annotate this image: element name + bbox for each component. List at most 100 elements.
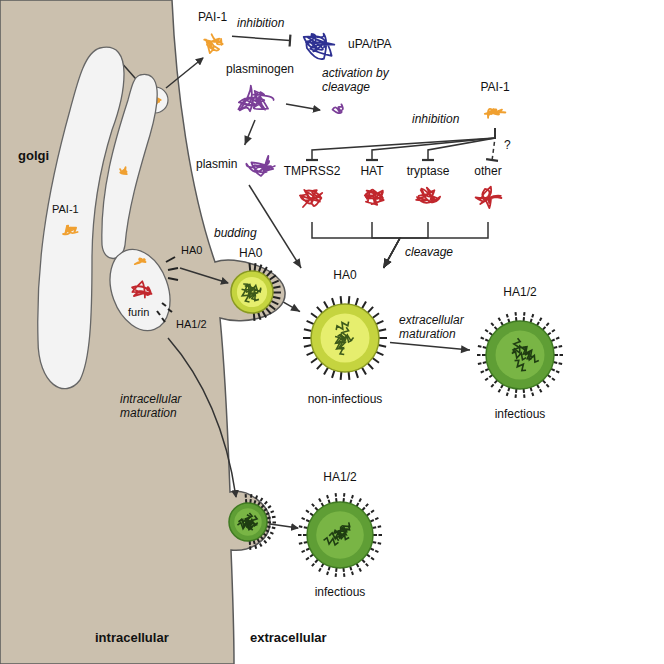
virion-core <box>496 331 545 380</box>
protease-molecule: uPA/tPA <box>290 25 440 67</box>
ha2-spike <box>268 537 271 539</box>
ha0-spike <box>311 358 318 363</box>
ha2-spike <box>265 502 267 505</box>
ha2-spike <box>507 314 508 317</box>
rnp-segment <box>243 284 259 296</box>
ha0-spike <box>263 267 267 274</box>
golgi-cisterna <box>102 74 157 258</box>
cell-region: intracellular golgi <box>0 0 290 664</box>
ha0-spike <box>356 298 359 306</box>
ha2-spike <box>306 510 309 512</box>
ha-spike <box>162 303 166 306</box>
free-label: PAI-1 <box>52 203 79 216</box>
ha2-spike <box>379 534 383 536</box>
ha2-spike <box>335 493 337 497</box>
ha2-spike <box>540 389 542 392</box>
virion-core <box>316 511 364 559</box>
ha2-spike <box>270 532 273 533</box>
virion: HA0non-infectious <box>300 268 390 408</box>
protein-molecule <box>300 190 322 207</box>
ha2-spike <box>481 338 484 339</box>
ha2-spike <box>272 516 276 519</box>
edge-label: extracellular maturation <box>398 313 470 341</box>
ha-spike <box>168 309 172 312</box>
free-label: inhibition <box>412 112 459 126</box>
free-label: HA1/2 <box>176 318 207 331</box>
connector <box>422 128 495 160</box>
protein-molecule <box>120 167 127 174</box>
ha0-spike <box>368 363 373 369</box>
ha-spike <box>157 311 160 315</box>
edge-label: inhibition <box>236 16 285 30</box>
ha0-spike <box>266 308 271 314</box>
rnp-segment <box>337 334 348 350</box>
golgi-illustration <box>12 40 187 420</box>
protease-molecule: plasmin <box>194 145 279 185</box>
ha2-spike <box>268 506 271 508</box>
connector-line <box>312 222 400 268</box>
ha2-spike <box>485 378 488 380</box>
zymogen-molecule: plasminogen <box>222 62 312 120</box>
node-label: PAI-1 <box>198 10 227 24</box>
ha2-spike <box>343 573 345 577</box>
connector <box>366 128 495 160</box>
ha2-spike <box>352 572 353 575</box>
protein-molecule <box>246 156 274 176</box>
ha2-spike <box>375 518 378 519</box>
ha2-spike <box>560 354 564 356</box>
inhibitor-molecule: PAI-1 <box>470 80 520 128</box>
protease-molecule: other <box>466 160 510 222</box>
ha0-spike <box>378 329 386 331</box>
ha2-spike <box>378 525 381 528</box>
arrow-head <box>461 345 470 353</box>
ha0-spike <box>266 271 272 277</box>
ha2-spike <box>319 568 321 571</box>
ha2-spike <box>478 362 482 365</box>
ha0-spike <box>373 313 380 318</box>
ha2-spike <box>375 551 378 552</box>
ha0-spike <box>273 287 281 289</box>
ha0-spike <box>362 367 366 374</box>
ha2-spike <box>249 546 251 550</box>
fragment-arrow <box>286 104 320 110</box>
connector <box>232 35 290 47</box>
protein-molecule <box>365 190 384 205</box>
ha0-spike <box>262 310 266 317</box>
ha2-spike <box>359 499 361 502</box>
protease-molecule: tryptase <box>402 160 454 222</box>
node-label: other <box>474 164 501 178</box>
budding-virion: HA0 <box>225 246 280 322</box>
ha2-spike <box>327 572 328 575</box>
ha2-spike <box>312 564 314 567</box>
ha2-spike <box>245 494 247 498</box>
ha2-spike <box>273 521 277 523</box>
ha0-spike <box>332 298 335 306</box>
ha2-spike <box>556 338 559 339</box>
ha2-spike <box>499 318 501 321</box>
ha2-spike <box>552 378 555 380</box>
ha2-spike <box>306 558 309 560</box>
ha0-spike <box>307 352 314 355</box>
ha0-spike <box>324 302 328 309</box>
node-label: HAT <box>360 164 383 178</box>
transport-arrow <box>180 268 228 283</box>
cell-membrane <box>0 0 285 664</box>
connector-line <box>492 128 495 160</box>
ha-spike <box>162 318 165 322</box>
arrow-head <box>293 258 301 268</box>
ha2-spike <box>546 323 548 326</box>
ha0-spike <box>269 275 276 280</box>
connector-line <box>428 128 495 160</box>
golgi-stack: golgi <box>12 40 187 420</box>
arrow-head <box>245 135 252 145</box>
rnp-segment <box>513 338 521 354</box>
inhibition-bar <box>289 35 292 47</box>
ha2-spike <box>523 312 525 316</box>
ha2-spike <box>312 504 314 507</box>
node-label: golgi <box>18 148 49 163</box>
ha2-spike <box>481 371 484 372</box>
ha-spike <box>166 257 175 262</box>
ha12-spikes <box>157 303 172 322</box>
ha0-spike <box>317 363 322 369</box>
